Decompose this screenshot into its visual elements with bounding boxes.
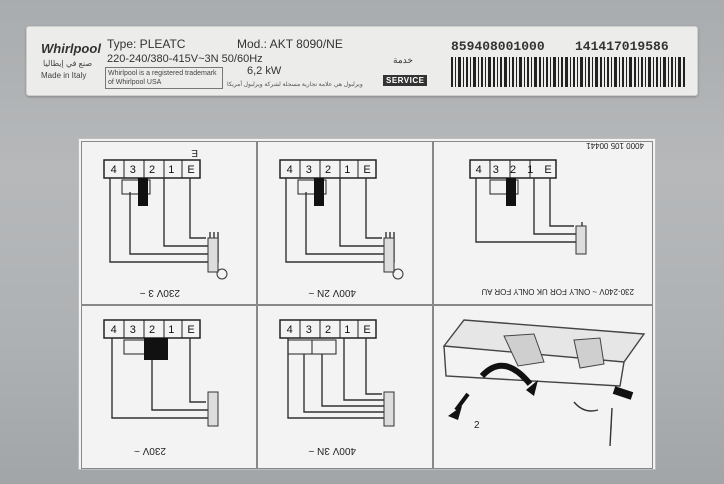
service-badge: SERVICE: [383, 75, 428, 86]
type-text: Type: PLEATC: [107, 37, 186, 51]
made-in-text: Made in Italy: [41, 71, 87, 80]
terminal-label: 3: [306, 324, 312, 336]
terminal-label: E: [187, 164, 194, 176]
service-arabic: خدمة: [393, 55, 413, 65]
svg-text:E: E: [191, 147, 198, 158]
serial-code: 141417019586: [575, 39, 669, 54]
terminal-label: E: [363, 324, 370, 336]
wiring-panel-230v-3: E 4 3 2 1 E 230V 3 ~: [81, 141, 257, 305]
made-in-arabic: صنع في إيطاليا: [43, 59, 93, 68]
terminal-label: 3: [306, 164, 312, 176]
svg-text:2: 2: [474, 420, 480, 431]
terminal-label: 2: [510, 164, 516, 176]
wiring-panel-400v-2n: 4 3 2 1 E 400V 2N ~: [257, 141, 433, 305]
terminal-label: 1: [168, 164, 174, 176]
panel-caption: 400V 2N ~: [308, 287, 356, 298]
terminal-label: 4: [111, 164, 117, 176]
terminal-label: 2: [149, 164, 155, 176]
terminal-label: E: [544, 164, 551, 176]
terminal-label: 1: [527, 164, 533, 176]
terminal-label: 2: [325, 164, 331, 176]
power-text: 6,2 kW: [247, 65, 282, 77]
terminal-block-diagram: 4 3 2 1 E: [279, 319, 395, 427]
product-code: 859408001000: [451, 39, 545, 54]
voltage-text: 220-240/380-415V~3N 50/60Hz: [107, 53, 263, 65]
terminal-label: 4: [287, 164, 293, 176]
terminal-label: 1: [344, 164, 350, 176]
svg-text:i: i: [610, 422, 612, 433]
terminal-block-diagram: 4 3 2 1 E: [103, 319, 219, 427]
serial-number: 4000 105 00441: [586, 141, 644, 150]
brand-logo: Whirlpool: [41, 41, 101, 56]
terminal-label: E: [363, 164, 370, 176]
terminal-label: 4: [111, 324, 117, 336]
rating-label: Whirlpool صنع في إيطاليا Made in Italy T…: [26, 26, 698, 96]
cover-removal-panel: 2 i: [433, 305, 653, 469]
wiring-panel-400v-3n: 4 3 2 1 E 400V 3N ~: [257, 305, 433, 469]
terminal-label: 3: [130, 324, 136, 336]
panel-caption: 230-240V ~ ONLY FOR UK ONLY FOR AU: [481, 287, 634, 296]
terminal-label: 1: [344, 324, 350, 336]
barcode: [451, 57, 685, 87]
panel-caption: 230V ~: [134, 445, 166, 456]
terminal-block-diagram: 4 3 2 1 E: [279, 159, 404, 280]
terminal-label: 3: [493, 164, 499, 176]
terminal-label: E: [187, 324, 194, 336]
terminal-label: 3: [130, 164, 136, 176]
cover-removal-illustration: 2 i: [442, 319, 646, 447]
terminal-label: 4: [287, 324, 293, 336]
wiring-panel-230v: 4 3 2 1 E 230V ~: [81, 305, 257, 469]
terminal-label: 2: [149, 324, 155, 336]
panel-caption: 400V 3N ~: [308, 445, 356, 456]
terminal-block-diagram: E 4 3 2 1 E: [103, 147, 228, 280]
terminal-label: 1: [168, 324, 174, 336]
panel-caption: 230V 3 ~: [139, 287, 180, 298]
terminal-label: 4: [476, 164, 482, 176]
terminal-label: 2: [325, 324, 331, 336]
trademark-arabic: ويرلبول هي علامة تجارية مسجلة لشركة ويرل…: [227, 82, 363, 88]
model-text: Mod.: AKT 8090/NE: [237, 37, 343, 51]
trademark-box: Whirlpool is a registered trademark of W…: [105, 67, 223, 89]
